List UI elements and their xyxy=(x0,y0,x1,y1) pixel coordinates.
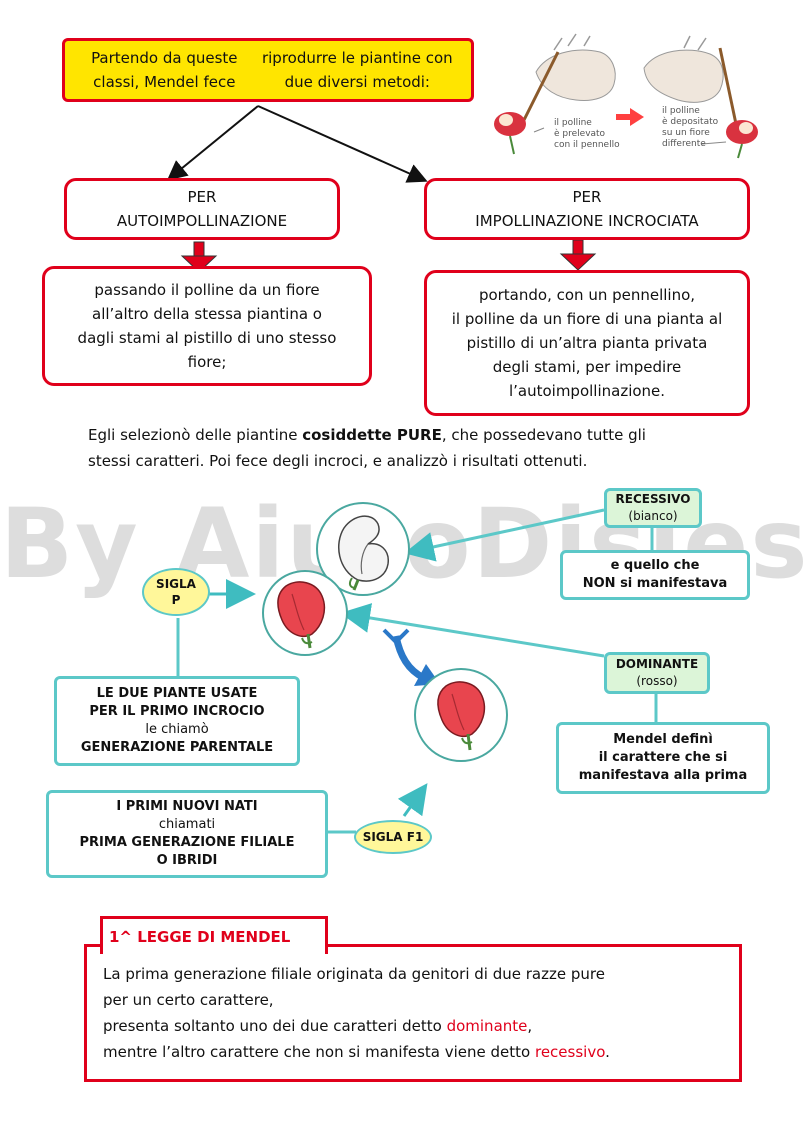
parents-line3: le chiamò xyxy=(145,722,209,737)
first-filial-generation-box: I PRIMI NUOVI NATI chiamati PRIMA GENERA… xyxy=(46,790,328,878)
intro-box: Partendo da queste classi, Mendel fece r… xyxy=(62,38,474,102)
dominant-term: dominante xyxy=(446,1017,528,1035)
law-line2: per un certo carattere, xyxy=(103,991,274,1009)
self-pollination-title-box: PER AUTOIMPOLLINAZIONE xyxy=(64,178,340,240)
law-line1: La prima generazione filiale originata d… xyxy=(103,965,605,983)
dominant-desc-line3: manifestava alla prima xyxy=(578,768,748,783)
sigla-f1-label: SIGLA F1 xyxy=(362,830,424,844)
self-pollination-desc-box: passando il polline da un fiore all’altr… xyxy=(42,266,372,386)
cross-title-line2: IMPOLLINAZIONE INCROCIATA xyxy=(475,212,699,230)
sigla-p-oval: SIGLA P xyxy=(142,568,210,616)
cross-pollination-title-box: PER IMPOLLINAZIONE INCROCIATA xyxy=(424,178,750,240)
recessive-desc-line1: e quello che xyxy=(610,558,700,573)
red-flower-parent-icon xyxy=(277,581,326,649)
dominant-color: (rosso) xyxy=(636,674,678,688)
selection-line1: Egli selezionò delle piantine cosiddette… xyxy=(88,426,646,444)
sigla-p-value: P xyxy=(171,593,181,607)
selection-line2: stessi caratteri. Poi fece degli incroci… xyxy=(88,452,588,470)
self-desc-line: passando il polline da un fiore xyxy=(94,281,320,299)
recessive-desc-line2: NON si manifestava xyxy=(582,576,728,591)
parents-line4: GENERAZIONE PARENTALE xyxy=(80,740,274,755)
recessive-desc-box: e quello che NON si manifestava xyxy=(560,550,750,600)
recessive-term: recessivo xyxy=(534,1043,606,1061)
recessive-label: RECESSIVO xyxy=(615,492,691,506)
recessive-color: (bianco) xyxy=(628,509,678,523)
intro-box-line1: Partendo da queste classi, Mendel fece xyxy=(91,49,238,91)
f1-line2: chiamati xyxy=(158,817,216,832)
red-flower-f1-icon xyxy=(437,681,486,751)
self-title-line2: AUTOIMPOLLINAZIONE xyxy=(116,212,288,230)
dominant-desc-line1: Mendel definì xyxy=(613,732,713,747)
sigla-f1-oval: SIGLA F1 xyxy=(354,820,432,854)
dominant-desc-box: Mendel definì il carattere che si manife… xyxy=(556,722,770,794)
self-desc-line: fiore; xyxy=(187,353,227,371)
selection-paragraph: Egli selezionò delle piantine cosiddette… xyxy=(88,422,748,474)
parents-line2: PER IL PRIMO INCROCIO xyxy=(89,704,265,719)
recessive-box: RECESSIVO (bianco) xyxy=(604,488,702,528)
parents-line1: LE DUE PIANTE USATE xyxy=(96,686,258,701)
dominant-box: DOMINANTE (rosso) xyxy=(604,652,710,694)
pollination-illustration: il polline è prelevato con il pennello i… xyxy=(488,28,766,162)
white-flower-circle xyxy=(316,502,410,596)
cross-desc-line: degli stami, per impedire xyxy=(492,358,682,376)
self-desc-line: dagli stami al pistillo di uno stesso xyxy=(77,329,337,347)
intro-box-line2: riprodurre le piantine con due diversi m… xyxy=(261,49,453,91)
red-flower-f1-circle xyxy=(414,668,508,762)
first-law-box: La prima generazione filiale originata d… xyxy=(84,944,742,1082)
cross-pollination-desc-box: portando, con un pennellino, il polline … xyxy=(424,270,750,416)
cross-title-line1: PER xyxy=(572,188,602,206)
cross-desc-line: portando, con un pennellino, xyxy=(478,286,696,304)
first-law-title: 1^ LEGGE DI MENDEL xyxy=(100,916,328,954)
cross-desc-line: l’autoimpollinazione. xyxy=(508,382,666,400)
red-arrow-right xyxy=(559,239,597,271)
sigla-p-label: SIGLA xyxy=(156,577,196,591)
parental-generation-box: LE DUE PIANTE USATE PER IL PRIMO INCROCI… xyxy=(54,676,300,766)
f1-line4: O IBRIDI xyxy=(156,853,218,868)
f1-line3: PRIMA GENERAZIONE FILIALE xyxy=(79,835,295,850)
dominant-desc-line2: il carattere che si xyxy=(598,750,728,765)
f1-line1: I PRIMI NUOVI NATI xyxy=(116,799,258,814)
pollination-drawing xyxy=(494,33,758,159)
law-line4: mentre l’altro carattere che non si mani… xyxy=(103,1043,610,1061)
law-line3: presenta soltanto uno dei due caratteri … xyxy=(103,1017,533,1035)
top-connectors xyxy=(166,105,597,273)
self-title-line1: PER xyxy=(187,188,217,206)
dominant-label: DOMINANTE xyxy=(615,657,699,671)
pure-emphasis: cosiddette PURE xyxy=(302,426,442,444)
arrow-to-cross xyxy=(257,105,428,183)
cross-desc-line: il polline da un fiore di una pianta al xyxy=(451,310,723,328)
cross-desc-line: pistillo di un’altra pianta privata xyxy=(466,334,708,352)
label-pollen-taken: il polline è prelevato con il pennello xyxy=(554,118,620,150)
arrow-to-self xyxy=(166,105,259,181)
red-flower-parent-circle xyxy=(262,570,348,656)
white-flower-icon xyxy=(337,515,389,591)
diagram-connectors xyxy=(176,508,658,834)
label-pollen-placed: il polline è depositato su un fiore diff… xyxy=(662,106,719,149)
red-arrow-left xyxy=(180,241,218,273)
self-desc-line: all’altro della stessa piantina o xyxy=(92,305,322,323)
